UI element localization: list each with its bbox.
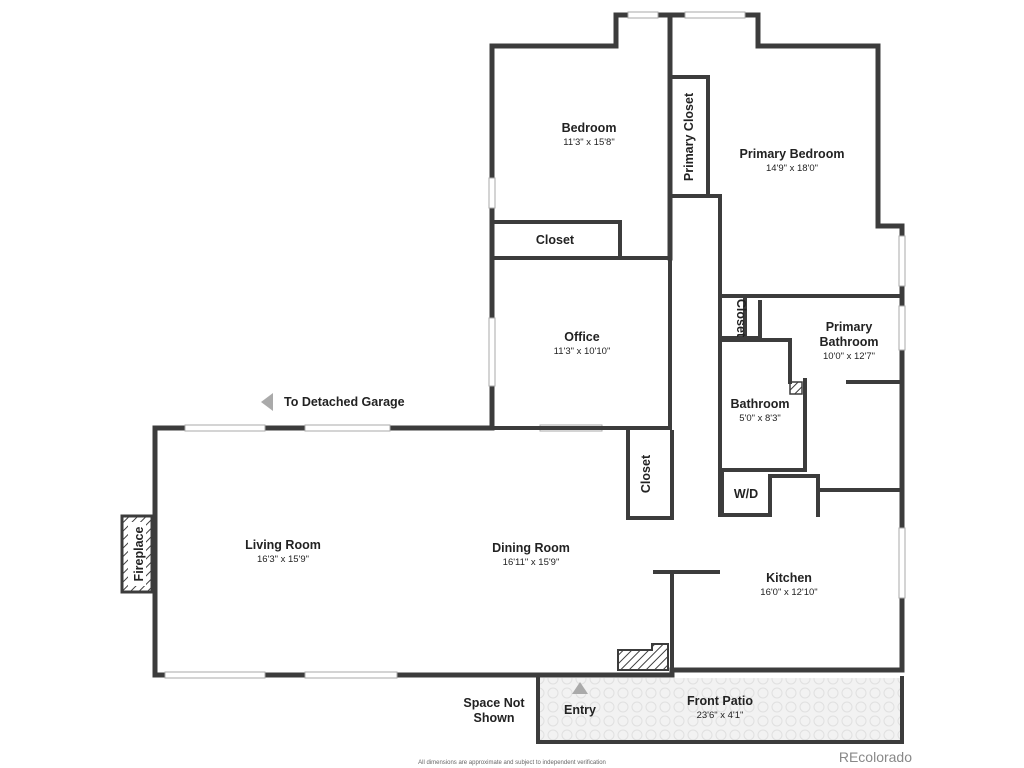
up-arrow-icon bbox=[572, 682, 588, 694]
primary-bathroom-name-2: Bathroom bbox=[819, 335, 878, 349]
living-room-name: Living Room bbox=[245, 538, 321, 552]
kitchen-name: Kitchen bbox=[766, 571, 812, 585]
dining-closet-name: Closet bbox=[639, 454, 653, 493]
front-patio-area bbox=[536, 676, 904, 744]
garage-direction: To Detached Garage bbox=[261, 393, 405, 411]
space-not-shown-line1: Space Not bbox=[463, 696, 525, 710]
left-arrow-icon bbox=[261, 393, 273, 411]
office-dims: 11'3" x 10'10" bbox=[554, 346, 611, 357]
primary-bedroom-dims: 14'9" x 18'0" bbox=[766, 163, 818, 174]
room-labels: Bedroom 11'3" x 15'8" Primary Closet Pri… bbox=[245, 92, 878, 721]
bedroom-closet-name: Closet bbox=[536, 233, 575, 247]
windows bbox=[164, 11, 906, 679]
bathroom-name: Bathroom bbox=[730, 397, 789, 411]
wd-name: W/D bbox=[734, 487, 758, 501]
primary-bathroom-name-1: Primary bbox=[826, 320, 873, 334]
kitchen-dims: 16'0" x 12'10" bbox=[760, 587, 817, 598]
space-not-shown-line2: Shown bbox=[474, 711, 515, 725]
living-room-dims: 16'3" x 15'9" bbox=[257, 554, 309, 565]
primary-closet-name: Primary Closet bbox=[682, 92, 696, 181]
entry-label: Entry bbox=[564, 703, 596, 717]
disclaimer: All dimensions are approximate and subje… bbox=[418, 760, 606, 766]
dining-room-dims: 16'11" x 15'9" bbox=[503, 557, 560, 568]
brand-watermark: REcolorado bbox=[839, 749, 912, 765]
front-patio-name: Front Patio bbox=[687, 694, 753, 708]
fireplace: Fireplace bbox=[120, 514, 154, 594]
hall-closet-name: Closet bbox=[734, 299, 748, 338]
bathroom-vent bbox=[789, 381, 803, 395]
garage-label: To Detached Garage bbox=[284, 395, 405, 409]
hatched-block bbox=[617, 643, 669, 671]
front-patio-dims: 23'6" x 4'1" bbox=[697, 710, 744, 721]
office-name: Office bbox=[564, 330, 599, 344]
entry: Entry bbox=[564, 682, 596, 717]
dining-room-name: Dining Room bbox=[492, 541, 570, 555]
interior-walls bbox=[490, 75, 904, 672]
primary-bathroom-dims: 10'0" x 12'7" bbox=[823, 351, 875, 362]
bedroom-dims: 11'3" x 15'8" bbox=[563, 137, 614, 148]
bathroom-dims: 5'0" x 8'3" bbox=[739, 413, 781, 424]
bedroom-name: Bedroom bbox=[562, 121, 617, 135]
primary-bedroom-name: Primary Bedroom bbox=[740, 147, 845, 161]
fireplace-label: Fireplace bbox=[132, 527, 146, 582]
